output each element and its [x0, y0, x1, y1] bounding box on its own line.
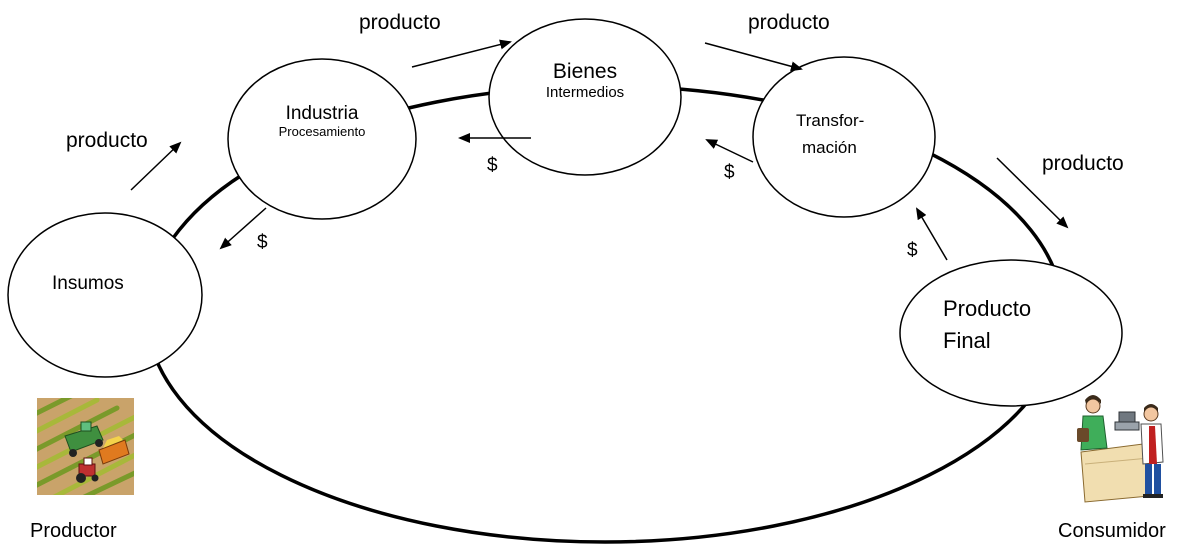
bienes-title: Bienes: [552, 60, 618, 83]
product-arrow-1: [130, 141, 182, 191]
node-insumos: [7, 212, 203, 378]
node-industria: [227, 58, 417, 220]
producto-final-label-block: Producto Final: [943, 293, 1031, 357]
money-arrow-1: [219, 207, 267, 250]
product-label-1: producto: [66, 129, 148, 152]
product-label-3: producto: [748, 11, 830, 34]
transformacion-line-1: Transfor-: [796, 111, 865, 130]
industria-subtitle: Procesamiento: [278, 123, 366, 139]
product-label-2: producto: [359, 11, 441, 34]
money-label-4: $: [907, 240, 918, 261]
producto-final-line-2: Final: [943, 328, 991, 353]
producer-label: Productor: [30, 520, 117, 542]
node-producto-final: [899, 259, 1123, 407]
node-bienes-intermedios: [488, 18, 682, 176]
product-arrow-3: [704, 42, 803, 72]
product-label-4: producto: [1042, 152, 1124, 175]
industria-label-block: Industria Procesamiento: [262, 103, 382, 140]
node-transformacion: [752, 56, 936, 218]
bienes-subtitle: Intermedios: [545, 84, 625, 102]
money-label-2: $: [487, 155, 498, 176]
money-arrow-3: [705, 139, 754, 163]
product-arrow-2: [411, 39, 512, 68]
bienes-label-block: Bienes Intermedios: [525, 60, 645, 101]
product-arrow-4: [996, 157, 1069, 229]
industria-title: Industria: [285, 103, 359, 124]
transformacion-line-2: mación: [802, 138, 857, 157]
transformacion-label-block: Transfor- mación: [796, 107, 864, 161]
money-label-3: $: [724, 162, 735, 183]
insumos-label: Insumos: [52, 273, 124, 294]
money-arrow-4: [915, 207, 948, 261]
producto-final-line-1: Producto: [943, 296, 1032, 321]
farm-harvest-clipart-icon: [37, 398, 134, 495]
store-checkout-clipart-icon: [1077, 395, 1164, 503]
consumer-label: Consumidor: [1058, 520, 1166, 542]
money-label-1: $: [257, 232, 268, 253]
